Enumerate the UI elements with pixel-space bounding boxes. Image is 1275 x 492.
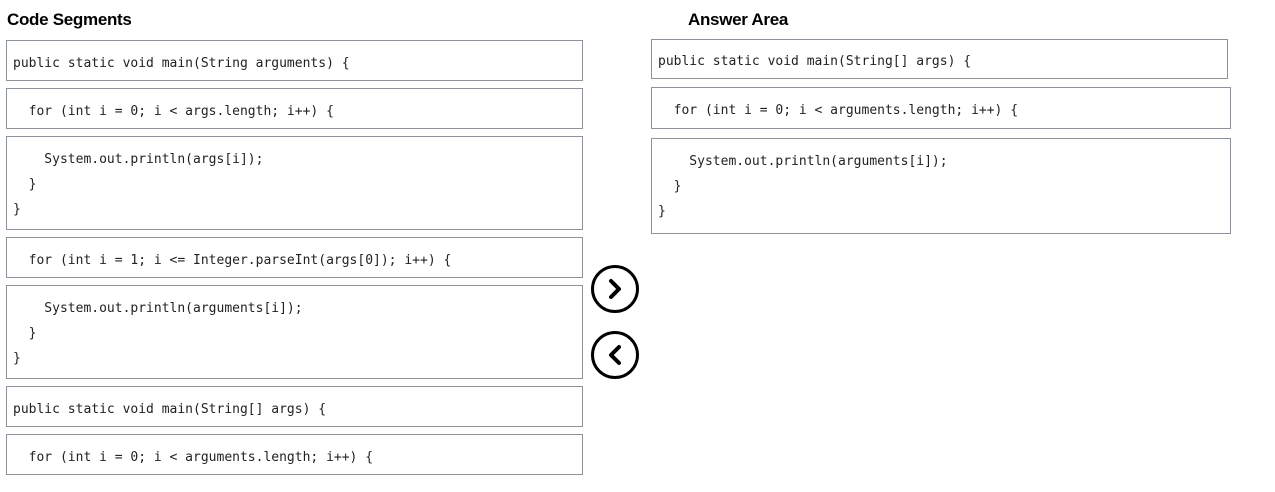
code-segment-text: System.out.println(args[i]); } } — [13, 152, 264, 217]
code-segment-text: for (int i = 1; i <= Integer.parseInt(ar… — [13, 253, 452, 268]
code-segment-println-args[interactable]: System.out.println(args[i]); } } — [6, 136, 583, 230]
chevron-left-icon — [609, 345, 621, 365]
chevron-right-icon — [609, 279, 621, 299]
code-segment-text: for (int i = 0; i < arguments.length; i+… — [13, 450, 374, 465]
answer-slot-println-arguments[interactable]: System.out.println(arguments[i]); } } — [651, 138, 1231, 234]
code-segment-text: public static void main(String[] args) { — [13, 402, 327, 417]
code-segment-text: public static void main(String arguments… — [13, 56, 350, 71]
move-left-button[interactable] — [591, 331, 639, 379]
move-right-button[interactable] — [591, 265, 639, 313]
code-segment-for-parseint[interactable]: for (int i = 1; i <= Integer.parseInt(ar… — [6, 237, 583, 278]
code-segment-main-string-array[interactable]: public static void main(String[] args) { — [6, 386, 583, 427]
answer-slot-for-arguments-length[interactable]: for (int i = 0; i < arguments.length; i+… — [651, 87, 1231, 129]
code-segments-heading: Code Segments — [7, 10, 132, 29]
code-segment-println-arguments[interactable]: System.out.println(arguments[i]); } } — [6, 285, 583, 379]
answer-segment-text: for (int i = 0; i < arguments.length; i+… — [658, 103, 1019, 118]
answer-segment-text: System.out.println(arguments[i]); } } — [658, 154, 948, 219]
code-segment-text: System.out.println(arguments[i]); } } — [13, 301, 303, 366]
answer-slot-main-string-array[interactable]: public static void main(String[] args) { — [651, 39, 1228, 79]
code-segment-for-arguments-length[interactable]: for (int i = 0; i < arguments.length; i+… — [6, 434, 583, 475]
answer-area-heading: Answer Area — [688, 10, 789, 29]
code-segment-main-string[interactable]: public static void main(String arguments… — [6, 40, 583, 81]
code-segment-text: for (int i = 0; i < args.length; i++) { — [13, 104, 334, 119]
answer-segment-text: public static void main(String[] args) { — [658, 54, 972, 69]
code-segment-for-args-length[interactable]: for (int i = 0; i < args.length; i++) { — [6, 88, 583, 129]
